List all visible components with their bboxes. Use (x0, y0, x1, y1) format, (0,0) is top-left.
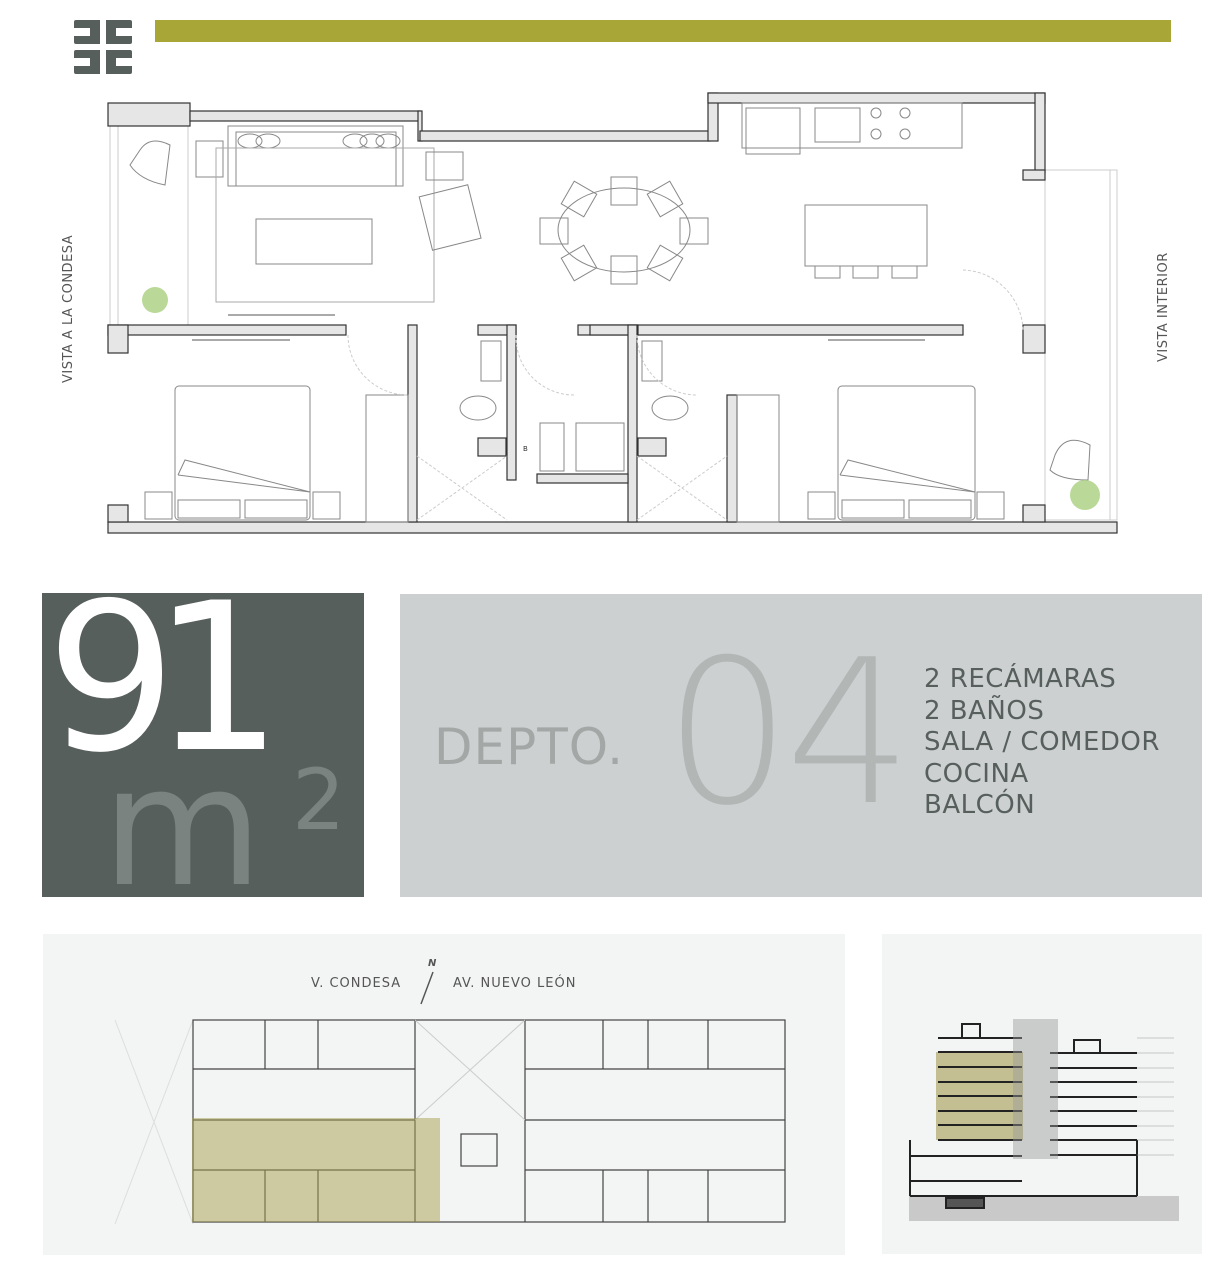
furniture (129, 102, 1091, 523)
feature-item: 2 RECÁMARAS (924, 664, 1117, 694)
coffee-table (255, 218, 373, 265)
site-plan-panel: V. CONDESA AV. NUEVO LEÓN N (43, 934, 845, 1255)
bed (174, 385, 311, 521)
area-exponent: 2 (292, 751, 346, 849)
north-arrow-icon (420, 971, 434, 1005)
kitchen-island (804, 204, 928, 267)
area-unit: m (102, 731, 263, 898)
unit-number: 04 (664, 617, 912, 850)
feature-item: BALCÓN (924, 790, 1036, 820)
building-section-drawing (909, 1019, 1179, 1221)
floor-plan: B (107, 92, 1118, 534)
armchair (418, 184, 482, 251)
site-plan-drawing (114, 971, 786, 1225)
area-box: 91 m 2 (42, 593, 364, 897)
right-view-label: VISTA INTERIOR (1156, 252, 1171, 362)
left-view-label: VISTA A LA CONDESA (61, 234, 76, 383)
unit-prefix: DEPTO. (434, 718, 625, 776)
stair-core (1013, 1019, 1058, 1159)
north-label: N (428, 958, 437, 969)
left-street-label: V. CONDESA (311, 976, 402, 991)
building-section-panel (882, 934, 1202, 1254)
balconies (109, 125, 1118, 521)
balcony-chair (129, 140, 171, 186)
closet-label: B (523, 445, 528, 453)
kitchen-counter (741, 102, 963, 149)
area-value: 91 (46, 593, 283, 798)
brand-logo (74, 20, 132, 74)
rug (215, 147, 435, 303)
header-accent-bar (155, 20, 1171, 42)
feature-item: SALA / COMEDOR (924, 727, 1160, 757)
right-street-label: AV. NUEVO LEÓN (453, 976, 577, 991)
plant-icon (142, 287, 1100, 510)
unit-info-panel: DEPTO. 04 2 RECÁMARAS 2 BAÑOS SALA / COM… (400, 594, 1202, 897)
feature-list: 2 RECÁMARAS 2 BAÑOS SALA / COMEDOR COCIN… (924, 664, 1160, 822)
door-swings (347, 269, 1024, 521)
unit-highlight (192, 1118, 440, 1222)
bed (837, 385, 976, 521)
walls (107, 92, 1118, 534)
dining-table (557, 187, 691, 273)
feature-item: 2 BAÑOS (924, 695, 1045, 726)
feature-item: COCINA (924, 758, 1029, 789)
